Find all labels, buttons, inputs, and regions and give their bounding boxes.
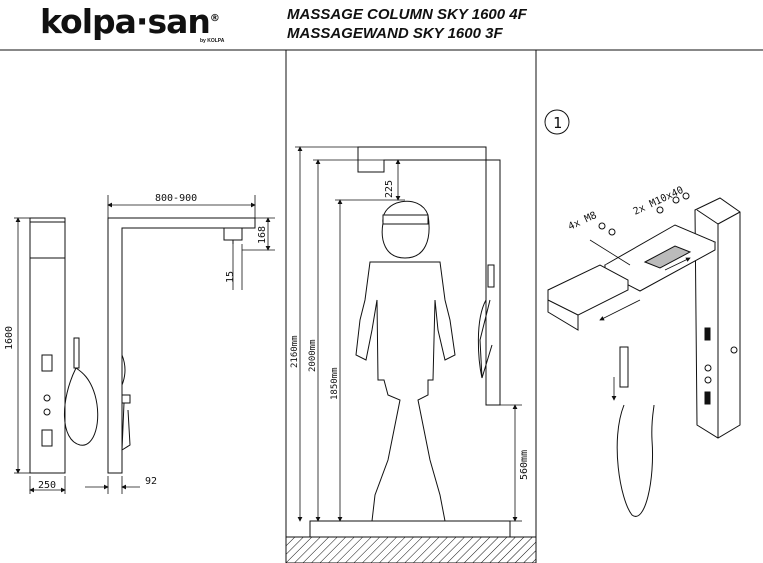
front-view	[29, 217, 99, 474]
dim-arm: 800-900	[155, 193, 197, 204]
dim-2160: 2160mm	[290, 335, 300, 368]
dim-head: 168	[257, 226, 268, 244]
side-view-dimensions	[85, 195, 275, 494]
brand-subtitle: by KOLPA	[200, 38, 225, 44]
brand-logo: kolpa·san®	[40, 2, 220, 41]
human-figure	[355, 200, 456, 522]
assembly-arrows	[589, 239, 691, 401]
dim-1850: 1850mm	[330, 367, 340, 400]
step-number: 1	[553, 114, 562, 132]
assembly-exploded-view	[547, 192, 741, 517]
front-view-dimensions	[14, 217, 66, 494]
dim-height: 1600	[4, 326, 15, 350]
step-number-circle	[544, 109, 570, 135]
header: kolpa·san® by KOLPA MASSAGE COLUMN SKY 1…	[0, 0, 763, 50]
dim-top: 225	[384, 180, 395, 198]
product-title-en: MASSAGE COLUMN SKY 1600 4F	[287, 6, 527, 23]
dim-gap: 15	[225, 271, 236, 283]
dim-depth: 92	[145, 476, 157, 487]
floor	[285, 520, 537, 563]
bolt-m8-label: 4x M8	[567, 210, 599, 233]
dim-width: 250	[38, 480, 56, 491]
dim-560: 560mm	[519, 450, 530, 480]
column-installed	[357, 146, 501, 406]
dim-2000: 2000mm	[308, 339, 318, 372]
product-title-de: MASSAGEWAND SKY 1600 3F	[287, 25, 503, 42]
middle-dimensions	[295, 146, 522, 522]
